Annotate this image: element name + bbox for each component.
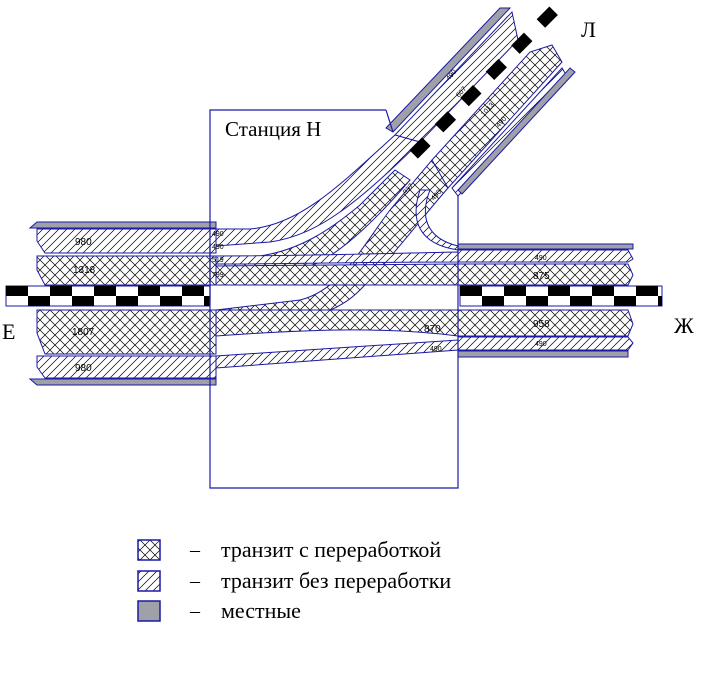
track-tie — [511, 32, 533, 54]
direction-zh: Ж — [674, 313, 694, 338]
label-east-bottom: 490 — [535, 341, 547, 348]
west-band-1318 — [36, 255, 217, 286]
flow-west-east-lower — [215, 309, 459, 337]
track-tie — [504, 286, 526, 296]
track-tie — [570, 296, 592, 306]
legend-label-solid: местные — [221, 598, 301, 623]
track-tie — [182, 286, 204, 296]
track-tie — [482, 296, 504, 306]
west-band-980-top — [36, 228, 217, 254]
track-tie — [409, 137, 431, 159]
svg-text:–: – — [189, 570, 201, 592]
direction-e: Е — [2, 319, 15, 344]
label-west-upper: 1318 — [73, 265, 96, 276]
east-approach — [457, 243, 634, 358]
legend-label-crosshatch: транзит с переработкой — [221, 537, 441, 562]
track-tie — [636, 286, 658, 296]
label-west-in-2: 490 — [212, 244, 224, 251]
flow-west-east-bottom — [215, 339, 459, 369]
label-west-in-4: 799 — [212, 272, 224, 279]
track-tie — [28, 296, 50, 306]
north-approach — [385, 7, 576, 197]
legend-item-crosshatch: – транзит с переработкой — [137, 537, 441, 562]
label-west-top: 980 — [75, 237, 92, 248]
west-approach — [28, 221, 217, 386]
station-boundary: Станция Н — [209, 109, 459, 489]
direction-l: Л — [581, 17, 596, 42]
track-tie — [460, 286, 482, 296]
north-local-right — [457, 67, 576, 195]
label-west-in-1: 490 — [212, 231, 224, 238]
station-internal-flows — [215, 134, 459, 369]
flow-west-east-thin-upper — [215, 251, 459, 265]
label-east-in-490: 490 — [430, 346, 442, 353]
track-tie — [434, 111, 457, 133]
track-tie — [658, 296, 662, 306]
track-tie — [548, 286, 570, 296]
svg-text:–: – — [189, 539, 201, 561]
legend-item-diagonal: – транзит без переработки — [137, 568, 451, 593]
track-tie — [526, 296, 548, 306]
track-tie — [72, 296, 94, 306]
label-east-upper: 875 — [533, 271, 550, 282]
east-local-top — [457, 243, 634, 250]
west-band-980-bottom — [36, 355, 217, 379]
legend-label-diagonal: транзит без переработки — [221, 568, 451, 593]
track-tie — [6, 286, 28, 296]
west-local-top — [28, 221, 217, 229]
label-east-in-870: 870 — [424, 324, 441, 335]
label-east-top: 490 — [535, 255, 547, 262]
north-local-left — [385, 7, 512, 133]
track-tie — [116, 296, 138, 306]
track-tie — [160, 296, 182, 306]
label-west-lower: 1807 — [72, 327, 95, 338]
track-tie — [536, 6, 558, 28]
track-tie — [614, 296, 636, 306]
label-west-bottom: 980 — [75, 363, 92, 374]
track-tie — [204, 296, 210, 306]
west-local-bottom — [28, 378, 217, 386]
track-tie — [50, 286, 72, 296]
label-west-in-3: 519 — [212, 257, 224, 264]
label-east-lower: 958 — [533, 319, 550, 330]
svg-text:–: – — [189, 600, 201, 622]
east-local-bottom — [457, 350, 629, 358]
track-tie — [94, 286, 116, 296]
legend-item-solid: – местные — [137, 598, 301, 623]
legend: – транзит с переработкой – транзит без п… — [137, 537, 451, 623]
track-tie — [460, 85, 482, 107]
track-tie — [138, 286, 160, 296]
main-track-horizontal — [5, 285, 663, 307]
west-band-1807 — [36, 309, 217, 355]
main-track-north — [409, 6, 558, 159]
station-title: Станция Н — [225, 117, 321, 141]
track-tie — [485, 58, 507, 81]
flow-west-east-upper — [215, 263, 459, 286]
track-tie — [592, 286, 614, 296]
